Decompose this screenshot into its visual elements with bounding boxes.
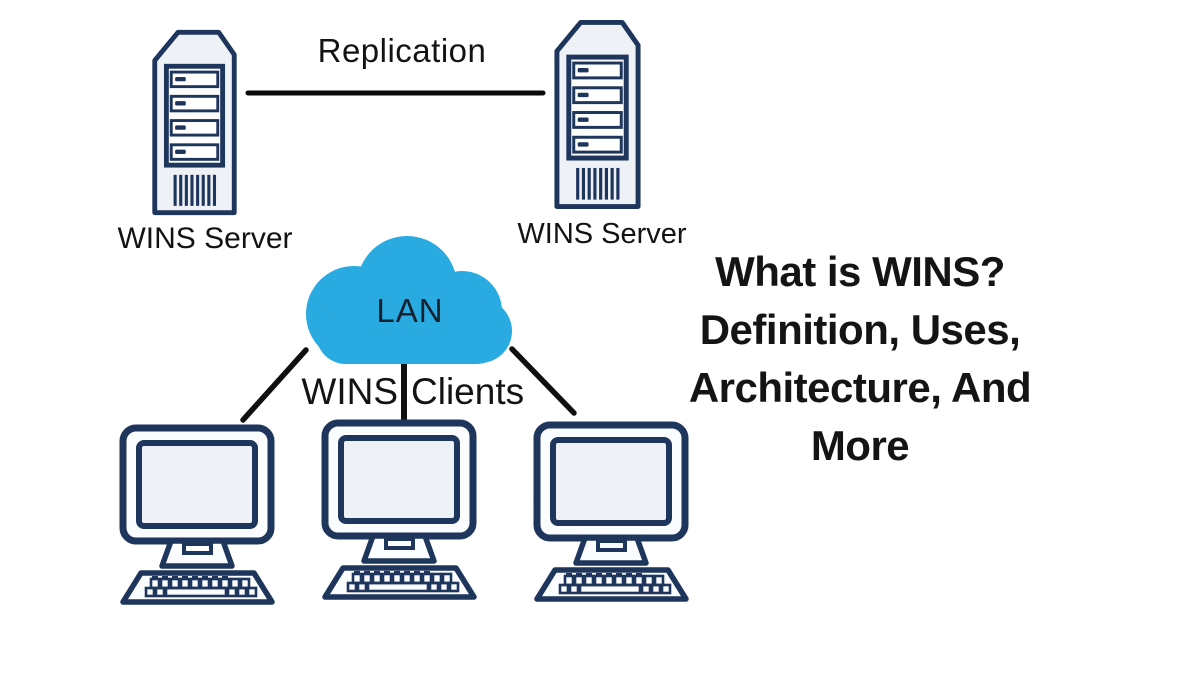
title-line-2: Definition, Uses, [699,306,1021,353]
page-title: What is WINS? Definition, Uses, Architec… [635,243,1085,475]
server-rack-icon [554,19,641,210]
lan-cloud-icon [306,236,512,364]
lan-cloud: LAN [302,236,518,364]
desktop-computer-icon [119,424,275,605]
title-line-4: More [810,422,910,469]
wins-server-left-label: WINS Server [117,222,293,255]
wins-server-right-label: WINS Server [517,218,687,250]
cloud-to-left-client-line [240,347,309,423]
wins-clients-label-right: Clients [411,371,525,412]
cloud-label: LAN [376,292,444,329]
desktop-computer-icon [533,421,689,602]
wins-clients-label-left: WINS [301,371,398,412]
cloud-to-right-client-line [509,346,577,416]
title-line-1: What is WINS? [715,248,1005,295]
server-rack-icon [152,29,237,216]
replication-label: Replication [317,32,487,69]
title-line-3: Architecture, And [688,364,1032,411]
desktop-computer-icon [321,419,477,600]
